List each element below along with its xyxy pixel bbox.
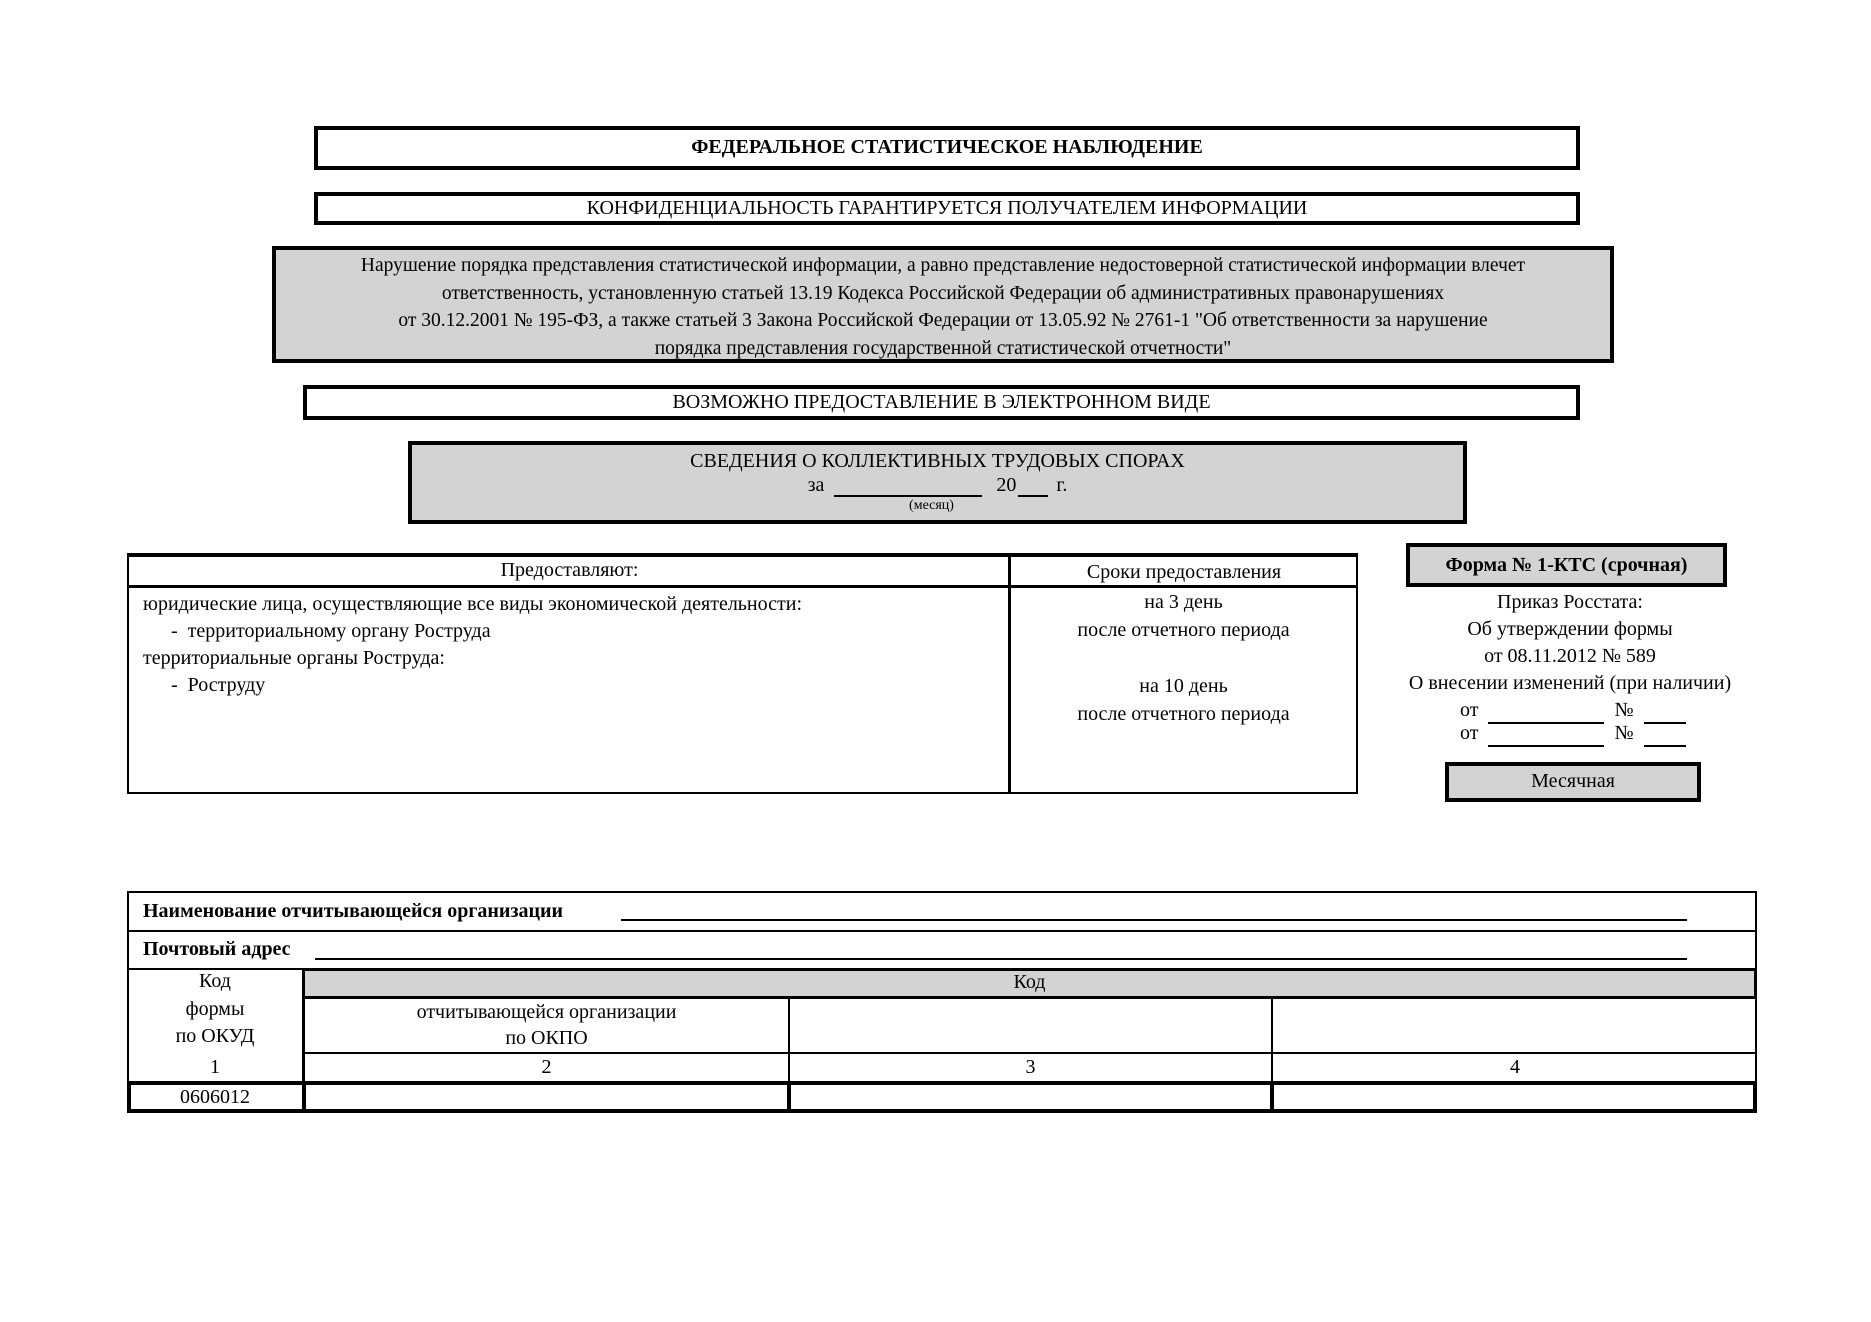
form-label-box: Форма № 1-КТС (срочная)	[1406, 543, 1727, 587]
change-row-2: от №	[1370, 720, 1770, 747]
code-3-value-field[interactable]	[791, 1085, 1270, 1109]
electronic-text: ВОЗМОЖНО ПРЕДОСТАВЛЕНИЕ В ЭЛЕКТРОННОМ ВИ…	[672, 391, 1211, 413]
code-4-value-field[interactable]	[1274, 1085, 1753, 1109]
period-line: за 20 г.	[412, 473, 1463, 497]
okpo-header-line: по ОКПО	[505, 1027, 588, 1049]
order-info: Приказ Росстата: Об утверждении формы от…	[1370, 589, 1770, 747]
ot-label: от	[1460, 722, 1479, 744]
org-block: Наименование отчитывающейся организации …	[127, 891, 1757, 970]
periodicity-label: Месячная	[1531, 770, 1615, 792]
okud-header: Код формы по ОКУД	[127, 968, 303, 1051]
electronic-box: ВОЗМОЖНО ПРЕДОСТАВЛЕНИЕ В ЭЛЕКТРОННОМ ВИ…	[303, 385, 1580, 420]
okpo-value-field[interactable]	[306, 1085, 787, 1109]
org-name-label: Наименование отчитывающейся организации	[143, 900, 564, 922]
month-field[interactable]	[834, 475, 983, 497]
okud-header-line: Код	[199, 970, 231, 992]
value-row	[127, 1081, 1757, 1113]
code-subheader-row	[302, 999, 1757, 1054]
col-submitters-header: Предоставляют:	[500, 559, 639, 581]
col-divider	[1270, 1081, 1274, 1113]
deadline-line: после отчетного периода	[1077, 619, 1290, 641]
submission-divider	[1008, 555, 1011, 792]
code-header: Код	[302, 968, 1757, 999]
okpo-header-line: отчитывающейся организации	[416, 1001, 677, 1023]
submitters-cell: юридические лица, осуществляющие все вид…	[143, 591, 1003, 699]
warning-line: Нарушение порядка представления статисти…	[360, 255, 1526, 276]
no-label: №	[1614, 722, 1634, 744]
postal-address-field[interactable]	[315, 958, 1687, 960]
okpo-header: отчитывающейся организации по ОКПО	[305, 999, 788, 1051]
federal-observation-box: ФЕДЕРАЛЬНОЕ СТАТИСТИЧЕСКОЕ НАБЛЮДЕНИЕ	[314, 126, 1580, 170]
change-date-2[interactable]	[1488, 725, 1605, 747]
form-label: Форма № 1-КТС (срочная)	[1445, 554, 1688, 576]
change-row-1: от №	[1370, 697, 1770, 724]
month-caption: (месяц)	[909, 498, 954, 513]
col-number-4: 4	[1510, 1056, 1520, 1078]
col-number-1: 1	[210, 1056, 220, 1078]
no-label: №	[1614, 699, 1634, 721]
deadline-line: на 10 день	[1139, 675, 1228, 697]
org-row-divider	[129, 930, 1755, 932]
submission-header-row: Предоставляют: Сроки предоставления	[129, 555, 1356, 588]
warning-line: от 30.12.2001 № 195-ФЗ, а также статьей …	[398, 310, 1488, 331]
col-divider	[788, 999, 790, 1111]
changes-line: О внесении изменений (при наличии)	[1408, 672, 1732, 694]
ot-label: от	[1460, 699, 1479, 721]
change-date-1[interactable]	[1488, 702, 1605, 724]
warning-line: ответственность, установленную статьей 1…	[441, 282, 1445, 304]
change-number-2[interactable]	[1643, 725, 1686, 747]
col-deadlines-header: Сроки предоставления	[1086, 561, 1282, 583]
deadline-line: после отчетного периода	[1077, 703, 1290, 725]
col-number-2: 2	[541, 1056, 552, 1078]
col-divider	[1271, 999, 1273, 1111]
za-label: за	[807, 474, 825, 496]
postal-address-label: Почтовый адрес	[143, 938, 291, 960]
year-suffix: г.	[1056, 474, 1068, 496]
org-name-field[interactable]	[621, 919, 1687, 921]
year-prefix: 20	[996, 474, 1017, 496]
change-number-1[interactable]	[1643, 702, 1686, 724]
submitter-line: - территориальному органу Роструда	[171, 620, 491, 642]
submitter-line: территориальные органы Роструда:	[143, 647, 445, 669]
col-divider	[302, 1081, 306, 1113]
okud-header-line: формы	[185, 997, 245, 1020]
federal-observation-text: ФЕДЕРАЛЬНОЕ СТАТИСТИЧЕСКОЕ НАБЛЮДЕНИЕ	[691, 136, 1203, 158]
deadline-line: на 3 день	[1144, 591, 1223, 613]
okud-value: 0606012	[180, 1086, 250, 1108]
deadlines-cell: на 3 день после отчетного периода на 10 …	[1011, 588, 1356, 728]
number-row	[127, 1053, 1757, 1083]
confidentiality-text: КОНФИДЕНЦИАЛЬНОСТЬ ГАРАНТИРУЕТСЯ ПОЛУЧАТ…	[586, 197, 1308, 219]
submission-table: Предоставляют: Сроки предоставления юрид…	[127, 553, 1358, 794]
submitter-line: юридические лица, осуществляющие все вид…	[143, 593, 802, 615]
year-field[interactable]	[1018, 475, 1049, 497]
okud-column	[127, 968, 305, 1053]
order-line: от 08.11.2012 № 589	[1484, 645, 1656, 667]
submitter-line: - Роструду	[171, 674, 266, 696]
periodicity-box: Месячная	[1445, 762, 1701, 802]
okud-header-line: по ОКУД	[175, 1025, 255, 1047]
title-box: СВЕДЕНИЯ О КОЛЛЕКТИВНЫХ ТРУДОВЫХ СПОРАХ …	[408, 441, 1467, 524]
col-number-3: 3	[1025, 1056, 1036, 1078]
order-line: Об утверждении формы	[1467, 618, 1673, 640]
confidentiality-box: КОНФИДЕНЦИАЛЬНОСТЬ ГАРАНТИРУЕТСЯ ПОЛУЧАТ…	[314, 192, 1580, 225]
warning-line: порядка представления государственной ст…	[654, 337, 1232, 359]
order-line: Приказ Росстата:	[1497, 591, 1643, 613]
report-title: СВЕДЕНИЯ О КОЛЛЕКТИВНЫХ ТРУДОВЫХ СПОРАХ	[690, 450, 1185, 472]
code-table: Код формы по ОКУД Код отчитывающейся орг…	[127, 968, 1757, 1113]
warning-box: Нарушение порядка представления статисти…	[272, 246, 1614, 363]
col-divider	[787, 1081, 791, 1113]
